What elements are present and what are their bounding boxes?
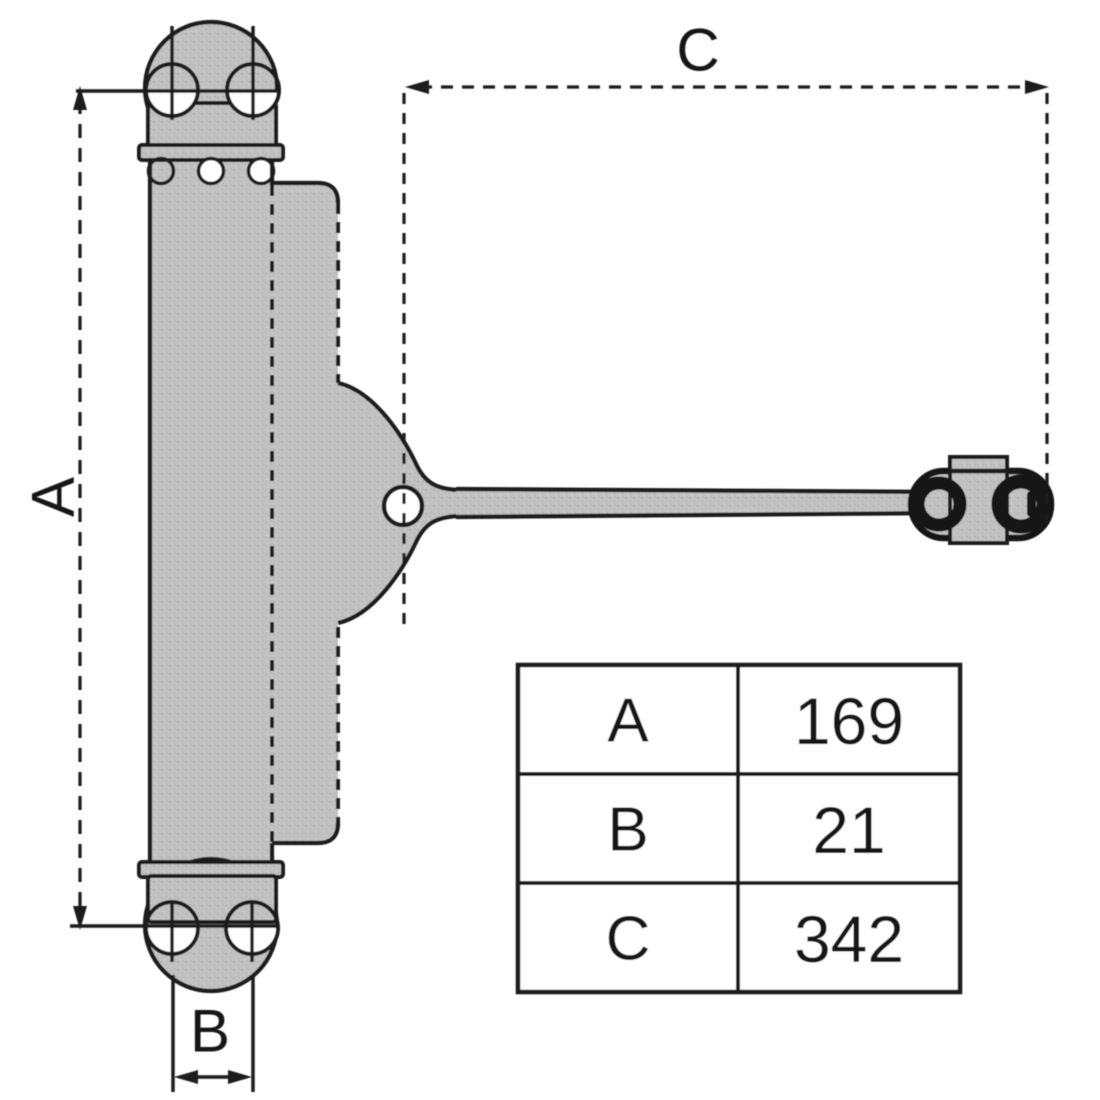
dimension-c-label: C: [676, 17, 719, 84]
dimensions-table: A 169 B 21 C 342: [515, 662, 963, 995]
table-row-b: B 21: [607, 793, 885, 867]
table-cell-label-b: B: [607, 796, 648, 865]
dimension-b-label: B: [190, 998, 230, 1065]
arm-elbow-joint: [907, 455, 1055, 545]
dimension-a: A: [20, 86, 277, 930]
dimension-c-arrow-right: [1025, 80, 1049, 94]
elbow-pin-shadow: [1027, 491, 1036, 517]
table-row-c: C 342: [606, 902, 904, 976]
elbow-left-bushing: [911, 476, 967, 532]
mounting-plate: [264, 180, 341, 846]
closer-body-cylinder: [137, 19, 285, 994]
dimension-c-arrow-left: [405, 80, 429, 94]
dimension-b-arrow-left: [174, 1070, 198, 1084]
dimension-c: C: [402, 17, 1049, 627]
dimension-a-arrow-down: [73, 906, 87, 930]
table-row-a: A 169: [607, 684, 904, 758]
elbow-right-bushing: [991, 474, 1051, 534]
mounting-hole-3: [246, 156, 276, 186]
screw-bottom-left: [144, 900, 200, 962]
pivot-circle: [381, 484, 425, 528]
table-cell-label-a: A: [607, 687, 649, 756]
dimension-b-arrow-right: [228, 1070, 252, 1084]
dimension-a-arrow-up: [73, 86, 87, 110]
closer-arm: [455, 486, 949, 520]
table-cell-value-b: 21: [812, 793, 885, 867]
table-cell-value-c: 342: [794, 902, 904, 976]
mounting-hole-2: [196, 156, 226, 186]
screw-bottom-right: [224, 900, 280, 962]
table-cell-label-c: C: [606, 905, 651, 974]
screw-top-right: [225, 26, 281, 120]
screw-top-left: [144, 26, 200, 120]
dimension-a-label: A: [20, 477, 87, 517]
dimension-b: B: [171, 975, 255, 1092]
top-end-cap: [137, 19, 285, 162]
table-cell-value-a: 169: [794, 684, 904, 758]
